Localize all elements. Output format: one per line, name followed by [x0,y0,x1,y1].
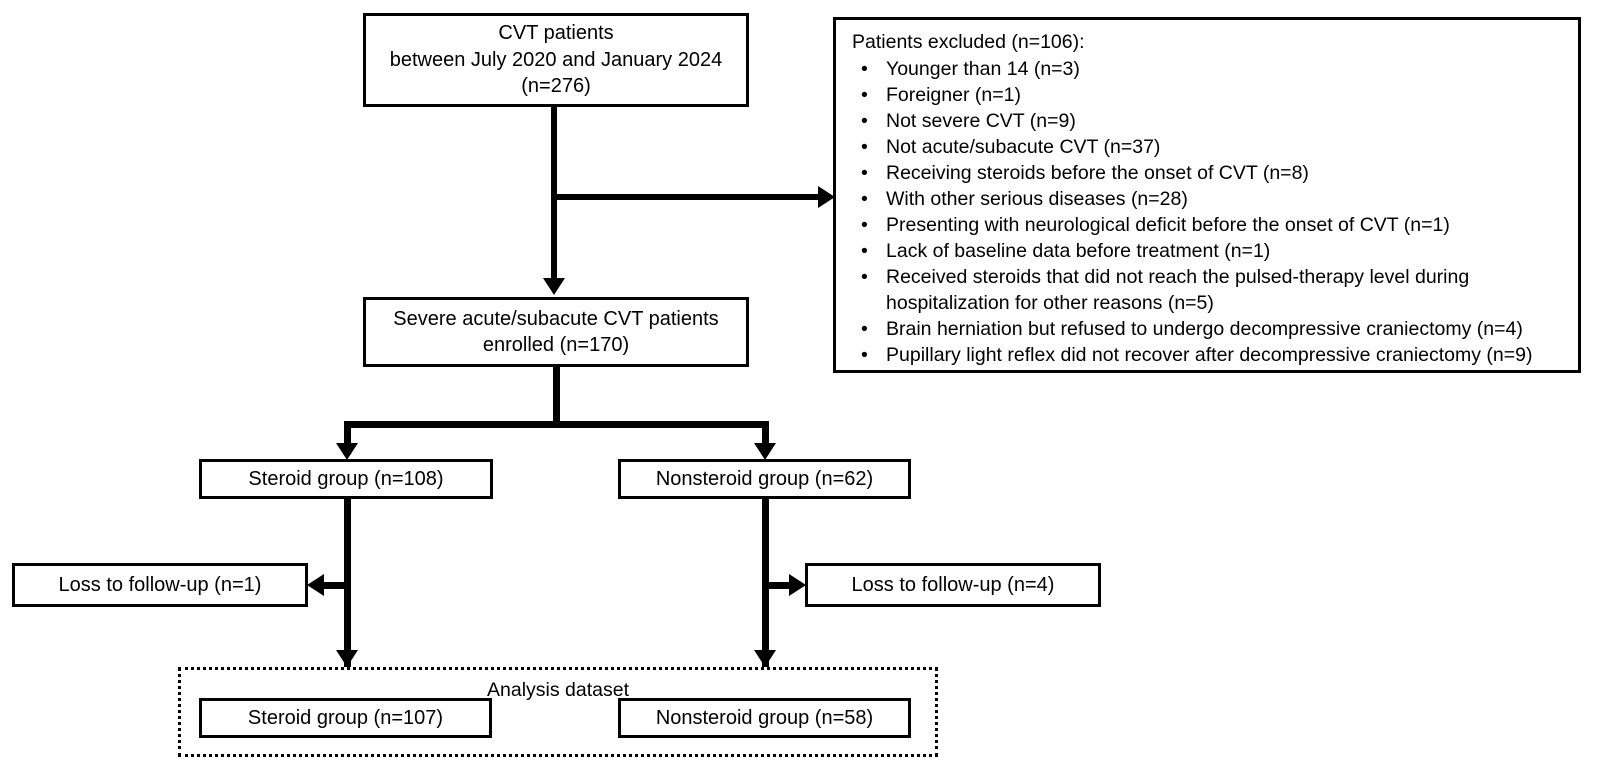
node-loss-followup-steroid-label: Loss to follow-up (n=1) [58,573,262,596]
node-patients-excluded: Patients excluded (n=106): • Younger than… [833,17,1581,373]
excluded-item-label: Brain herniation but refused to undergo … [886,318,1523,341]
node-nonsteroid-group: Nonsteroid group (n=62) [618,459,911,499]
node-analysis-nonsteroid-group: Nonsteroid group (n=58) [618,698,911,738]
excluded-item-label: Younger than 14 (n=3) [886,58,1080,81]
bullet-icon: • [861,188,868,211]
excluded-item-label: Foreigner (n=1) [886,84,1021,107]
bullet-icon: • [861,214,868,237]
arrowhead-steroid-to-loss [307,574,324,596]
node-steroid-group: Steroid group (n=108) [199,459,493,499]
excluded-item-label: Not acute/subacute CVT (n=37) [886,136,1161,159]
connector-to-steroid [344,421,351,445]
node-cvt-patients-line3: (n=276) [521,75,591,98]
analysis-dataset-label: Analysis dataset [487,679,629,701]
connector-to-nonsteroid [762,421,769,445]
excluded-item-label: Pupillary light reflex did not recover a… [886,344,1533,367]
node-analysis-nonsteroid-group-label: Nonsteroid group (n=58) [655,706,874,729]
node-loss-followup-nonsteroid-label: Loss to follow-up (n=4) [851,573,1055,596]
connector-enrolled-stem [553,367,560,428]
bullet-icon: • [861,344,868,367]
node-enrolled-line2: enrolled (n=170) [482,334,630,356]
node-analysis-steroid-group-label: Steroid group (n=107) [247,706,444,729]
node-cvt-patients-line2: between July 2020 and January 2024 [389,48,723,71]
excluded-item-label: Receiving steroids before the onset of C… [886,162,1309,185]
bullet-icon: • [861,162,868,185]
bullet-icon: • [861,110,868,133]
connector-enrollment-to-enrolled [551,107,557,280]
arrowhead-to-nonsteroid [754,443,776,460]
node-enrolled-line1: Severe acute/subacute CVT patients [393,307,719,330]
excluded-item: • Pupillary light reflex did not recover … [852,342,1568,368]
node-loss-followup-steroid: Loss to follow-up (n=1) [12,563,308,607]
excluded-item: • Not severe CVT (n=9) [852,108,1568,134]
node-cvt-patients: CVT patients between July 2020 and Janua… [363,13,749,107]
node-steroid-group-label: Steroid group (n=108) [248,467,444,490]
arrowhead-to-steroid [336,443,358,460]
bullet-icon: • [861,136,868,159]
arrowhead-nonsteroid-to-loss [789,574,806,596]
excluded-item: • Foreigner (n=1) [852,82,1568,108]
node-analysis-steroid-group: Steroid group (n=107) [199,698,492,738]
bullet-icon: • [861,266,868,289]
excluded-item: • Brain herniation but refused to undergo… [852,316,1568,342]
node-cvt-patients-line1: CVT patients [498,22,614,45]
excluded-item-label: Lack of baseline data before treatment (… [886,240,1271,263]
excluded-item: • With other serious diseases (n=28) [852,186,1568,212]
arrowhead-to-excluded [818,186,835,208]
excluded-item: • Lack of baseline data before treatment … [852,238,1568,264]
excluded-item: • Presenting with neurological deficit be… [852,212,1568,238]
excluded-item: • Received steroids that did not reach th… [852,264,1568,316]
connector-group-split [344,421,769,428]
node-loss-followup-nonsteroid: Loss to follow-up (n=4) [805,563,1101,607]
excluded-heading: Patients excluded (n=106): [852,31,1085,53]
bullet-icon: • [861,84,868,107]
excluded-item-label: Not severe CVT (n=9) [886,110,1076,133]
connector-to-excluded [551,194,822,200]
excluded-list: •Younger than 14 (n=3) •Foreigner (n=1) … [852,56,1568,368]
excluded-item-label: Received steroids that did not reach the… [886,266,1470,315]
arrowhead-steroid-to-analysis [336,650,358,667]
arrowhead-nonsteroid-to-analysis [754,650,776,667]
excluded-item: • Not acute/subacute CVT (n=37) [852,134,1568,160]
excluded-item: • Receiving steroids before the onset of … [852,160,1568,186]
excluded-item-label: With other serious diseases (n=28) [886,188,1188,211]
arrowhead-enrollment-to-enrolled [543,278,565,295]
node-nonsteroid-group-label: Nonsteroid group (n=62) [655,467,874,490]
excluded-item: • Younger than 14 (n=3) [852,56,1568,82]
excluded-item-label: Presenting with neurological deficit bef… [886,214,1450,237]
bullet-icon: • [861,318,868,341]
bullet-icon: • [861,240,868,263]
node-enrolled: Severe acute/subacute CVT patients enrol… [363,297,749,367]
connector-nonsteroid-to-loss [762,582,789,589]
connector-steroid-to-loss [324,582,351,589]
bullet-icon: • [861,58,868,81]
